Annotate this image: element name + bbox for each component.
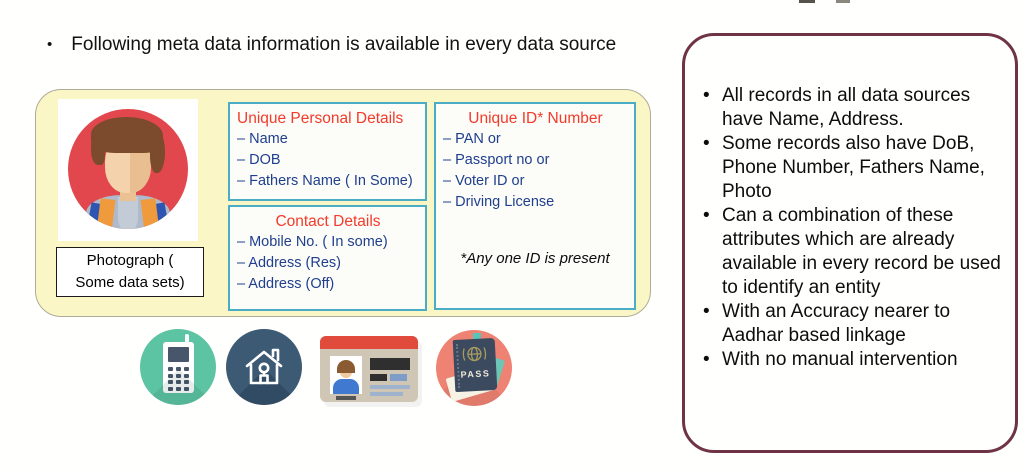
id-card-shirt [333,379,359,394]
house-outline [245,348,283,385]
phone-body [163,342,194,393]
any-one-id-footnote: *Any one ID is present [460,250,610,267]
metadata-panel: Photograph ( Some data sets) Unique Pers… [35,89,651,317]
list-item: – Name [237,131,288,147]
id-card-text-line [370,385,410,389]
cropped-title-artifact [799,0,815,3]
passport-book: PASS [452,337,498,393]
avatar-hair [150,131,165,173]
unique-personal-details-title: Unique Personal Details [237,110,404,127]
summary-bullet-list: All records in all data sources have Nam… [701,84,1001,372]
passport-icon: ✈ PASS [436,330,512,406]
photo-frame [58,99,198,241]
id-card-icon [320,336,418,402]
id-card-text-bar [370,374,387,381]
contact-details-title: Contact Details [275,213,381,230]
summary-bullet: Can a combination of these attributes wh… [701,204,1001,300]
bullet-dot: • [47,36,53,53]
id-card-badge [336,396,356,400]
photograph-caption: Photograph ( Some data sets) [56,247,204,297]
id-card-text-bar [390,374,407,381]
list-item: – Fathers Name ( In Some) [237,173,413,189]
unique-id-number-title: Unique ID* Number [468,110,603,127]
list-item: – Address (Res) [237,255,341,271]
phone-keypad [168,367,189,391]
list-item: – Mobile No. ( In some) [237,234,388,250]
passport-pass-label: PASS [460,368,491,380]
person-avatar-icon [68,109,188,229]
summary-bullet: Some records also have DoB, Phone Number… [701,132,1001,204]
id-card-top-bar [320,336,418,349]
mobile-phone-icon [140,329,216,405]
contact-details-box: Contact Details – Mobile No. ( In some) … [228,205,427,311]
summary-panel: All records in all data sources have Nam… [682,33,1018,453]
slide-top-bullet: • Following meta data information is ava… [47,33,616,56]
id-card-text-bar [370,358,410,370]
summary-bullet: All records in all data sources have Nam… [701,84,1001,132]
list-item: – DOB [237,152,281,168]
unique-personal-details-box: Unique Personal Details – Name – DOB – F… [228,102,427,201]
list-item: – Address (Off) [237,276,335,292]
list-item: – Passport no or [443,152,550,168]
photograph-caption-line2: Some data sets) [75,274,185,291]
phone-screen [168,347,189,362]
summary-bullet: With an Accuracy nearer to Aadhar based … [701,300,1001,348]
id-card-hair [337,360,355,373]
avatar-hair [91,135,105,165]
avatar-collar [118,197,138,229]
photograph-caption-line1: Photograph ( [86,252,174,269]
summary-bullet: With no manual intervention [701,348,1001,372]
cropped-title-artifact [836,0,850,3]
id-card-photo [330,356,362,394]
list-item: – Driving License [443,194,555,210]
unique-id-number-box: Unique ID* Number – PAN or – Passport no… [434,102,636,310]
long-shadow [140,369,216,405]
phone-antenna [185,334,189,345]
globe-emblem [462,346,487,362]
slide-top-bullet-text: Following meta data information is avail… [71,34,617,55]
home-icon [226,329,302,405]
id-card-text-line [370,392,403,396]
list-item: – PAN or [443,131,501,147]
list-item: – Voter ID or [443,173,525,189]
